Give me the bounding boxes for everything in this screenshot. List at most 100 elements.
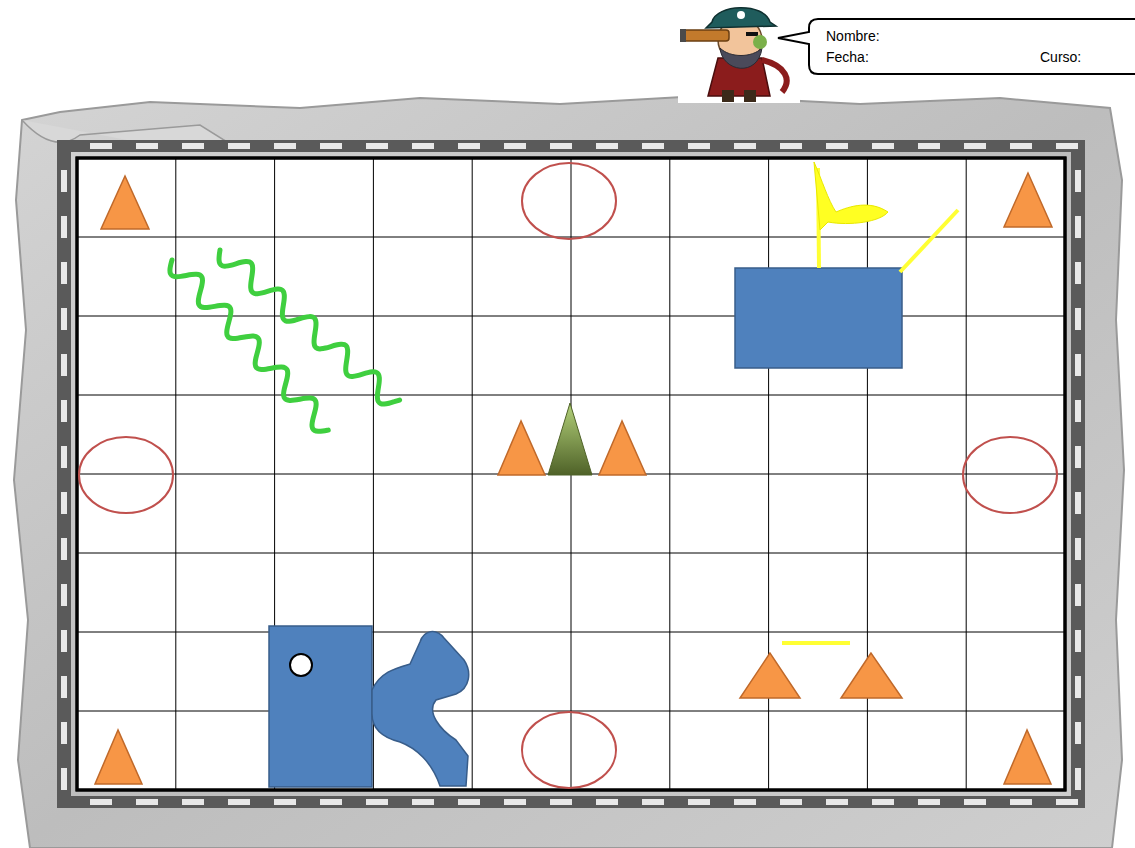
- pirate-figure: [678, 0, 800, 103]
- ellipse-mark: [522, 163, 616, 239]
- band-dash: [504, 799, 526, 805]
- orange-triangles: [95, 173, 1052, 784]
- grid-line: [77, 237, 1065, 238]
- band-dash: [780, 143, 802, 149]
- band-dash: [61, 768, 67, 790]
- grid-line: [77, 632, 1065, 633]
- band-dash: [550, 143, 572, 149]
- band-dash: [61, 262, 67, 284]
- grid-line: [77, 316, 1065, 317]
- band-dash: [61, 676, 67, 698]
- grid-line: [77, 553, 1065, 554]
- band-dash: [458, 799, 480, 805]
- wave-line: [219, 250, 400, 404]
- band-bottom: [57, 796, 1085, 808]
- band-dash: [61, 308, 67, 330]
- band-dash: [61, 170, 67, 192]
- ship-bowsprit: [900, 210, 958, 272]
- triangle-mark: [1004, 730, 1051, 784]
- band-dashes: [61, 143, 1081, 805]
- band-dash: [61, 492, 67, 514]
- band-dash: [1075, 446, 1081, 468]
- yellow-bar: [782, 641, 850, 645]
- band-dash: [734, 799, 756, 805]
- band-dash: [1075, 722, 1081, 744]
- triangle-mark: [95, 730, 142, 784]
- map-board-border: [77, 158, 1065, 790]
- ellipse-mark: [522, 712, 616, 788]
- band-dash: [1075, 354, 1081, 376]
- band-dash: [1010, 143, 1032, 149]
- band-dash: [366, 799, 388, 805]
- parchment-frame: [14, 96, 1124, 848]
- band-dash: [1056, 143, 1078, 149]
- band-dash: [826, 143, 848, 149]
- triangle-mark: [101, 176, 149, 229]
- grid-lines: [77, 158, 1065, 790]
- band-dash: [1075, 170, 1081, 192]
- band-left: [57, 140, 71, 808]
- band-dash: [61, 630, 67, 652]
- band-dash: [1075, 262, 1081, 284]
- bubble-outline: [808, 18, 1135, 75]
- band-dash: [274, 143, 296, 149]
- band-dash: [412, 799, 434, 805]
- ellipse-marks: [79, 163, 1057, 788]
- name-speech-bubble: Nombre:Fecha:Curso:: [808, 18, 1135, 75]
- triangle-mark: [1004, 173, 1052, 227]
- band-dash: [61, 722, 67, 744]
- band-dash: [182, 799, 204, 805]
- field-row: Fecha:Curso:: [826, 47, 1135, 68]
- band-dash: [642, 799, 664, 805]
- band-dash: [412, 143, 434, 149]
- band-dash: [918, 799, 940, 805]
- band-dash: [61, 446, 67, 468]
- band-dash: [61, 216, 67, 238]
- field-label: Nombre:: [826, 26, 1135, 47]
- triangle-mark: [740, 653, 800, 698]
- band-dash: [458, 143, 480, 149]
- green-tree: [548, 403, 592, 475]
- house-window: [290, 654, 312, 676]
- band-dash: [1075, 768, 1081, 790]
- band-dash: [872, 143, 894, 149]
- blue-house: [269, 626, 372, 787]
- band-dash: [918, 143, 940, 149]
- band-dash: [228, 799, 250, 805]
- band-dash: [320, 143, 342, 149]
- grid-line: [77, 395, 1065, 396]
- band-top: [57, 140, 1085, 152]
- band-dash: [61, 354, 67, 376]
- ship-hull: [735, 268, 902, 368]
- band-dash: [688, 143, 710, 149]
- ellipse-mark: [963, 437, 1057, 513]
- blue-boot: [372, 632, 469, 786]
- triangle-mark: [599, 421, 646, 475]
- band-dash: [826, 799, 848, 805]
- band-right: [1071, 140, 1085, 808]
- band-dash: [642, 143, 664, 149]
- band-dash: [1075, 630, 1081, 652]
- band-dash: [136, 143, 158, 149]
- band-dash: [274, 799, 296, 805]
- band-dash: [596, 143, 618, 149]
- band-dash: [90, 143, 112, 149]
- band-dash: [1075, 492, 1081, 514]
- band-dash: [504, 143, 526, 149]
- bubble-shape: [778, 19, 1135, 74]
- triangle-mark: [841, 653, 902, 698]
- band-dash: [872, 799, 894, 805]
- river-waves: [170, 250, 400, 431]
- band-dash: [228, 143, 250, 149]
- band-dash: [964, 143, 986, 149]
- ship-sail: [814, 162, 888, 230]
- band-dash: [90, 799, 112, 805]
- triangle-mark: [498, 421, 545, 475]
- band-dash: [136, 799, 158, 805]
- band-dash: [734, 143, 756, 149]
- band-dash: [61, 400, 67, 422]
- band-dash: [1056, 799, 1078, 805]
- band-dash: [1075, 584, 1081, 606]
- ellipse-mark: [79, 437, 173, 513]
